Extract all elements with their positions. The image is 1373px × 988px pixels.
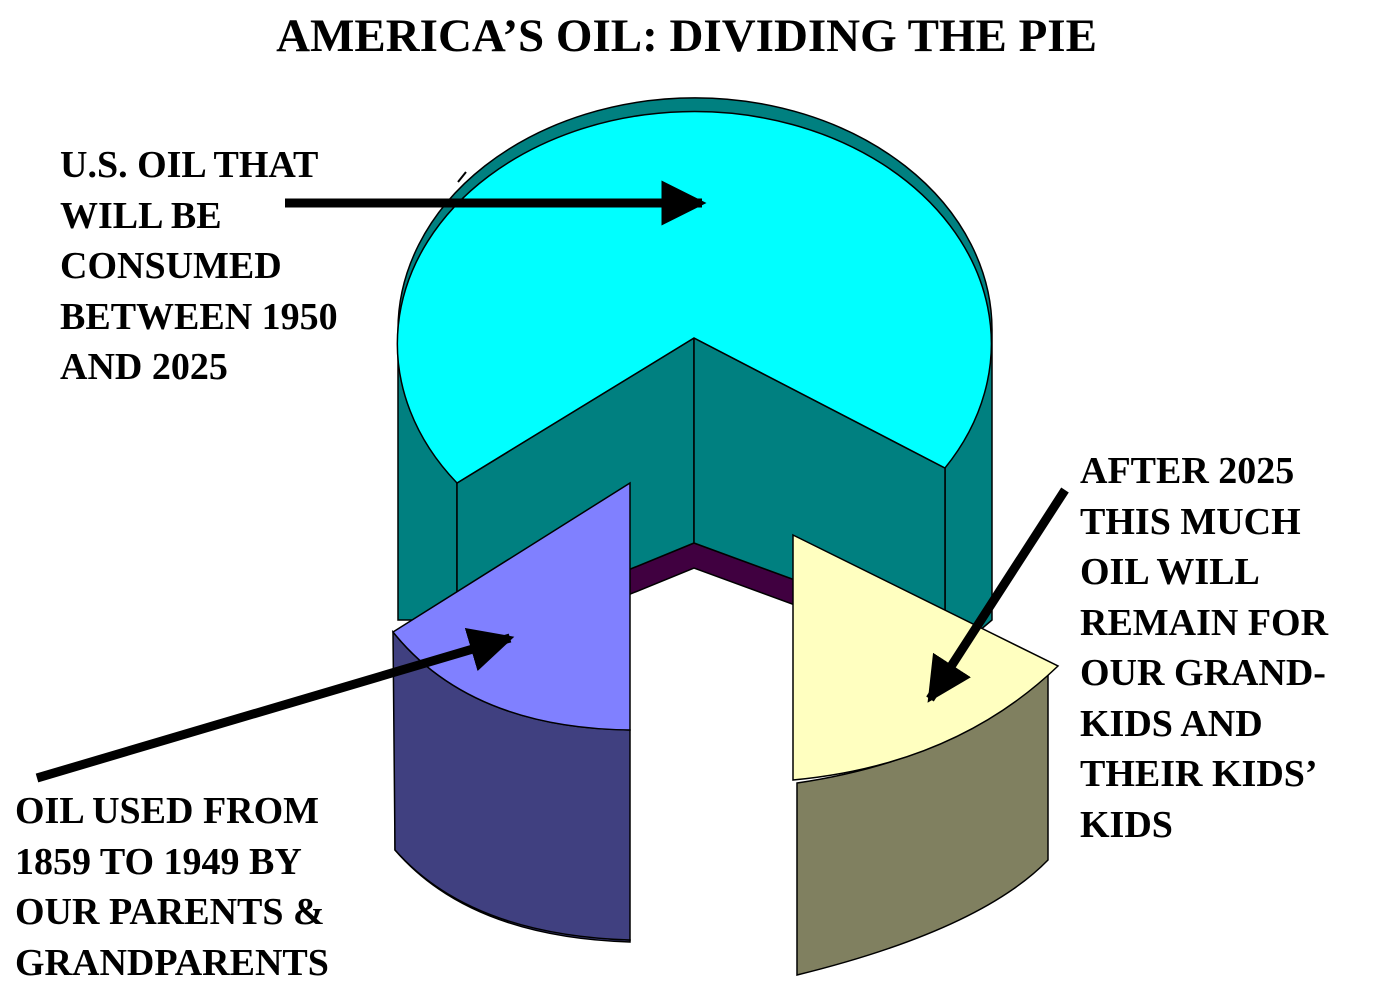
label-consumed-line: WILL BE: [60, 191, 338, 242]
slice-consumed-notch: [458, 172, 466, 182]
label-used-line: 1859 TO 1949 BY: [15, 837, 329, 888]
label-remaining-line: KIDS AND: [1080, 699, 1328, 750]
label-remaining-line: REMAIN FOR: [1080, 598, 1328, 649]
pie-slice-remaining: [793, 535, 1058, 975]
label-remaining-line: KIDS: [1080, 800, 1328, 851]
label-remaining-line: OUR GRAND-: [1080, 648, 1328, 699]
label-remaining-line: OIL WILL: [1080, 547, 1328, 598]
label-consumed-line: AND 2025: [60, 342, 338, 393]
label-used-line: OIL USED FROM: [15, 786, 329, 837]
label-remaining-line: AFTER 2025: [1080, 446, 1328, 497]
label-used-line: OUR PARENTS &: [15, 887, 329, 938]
label-remaining-line: THEIR KIDS’: [1080, 749, 1328, 800]
label-consumed-line: U.S. OIL THAT: [60, 140, 338, 191]
label-consumed-line: CONSUMED: [60, 241, 338, 292]
label-used-line: GRANDPARENTS: [15, 938, 329, 988]
label-remaining-line: THIS MUCH: [1080, 497, 1328, 548]
label-consumed-line: BETWEEN 1950: [60, 292, 338, 343]
